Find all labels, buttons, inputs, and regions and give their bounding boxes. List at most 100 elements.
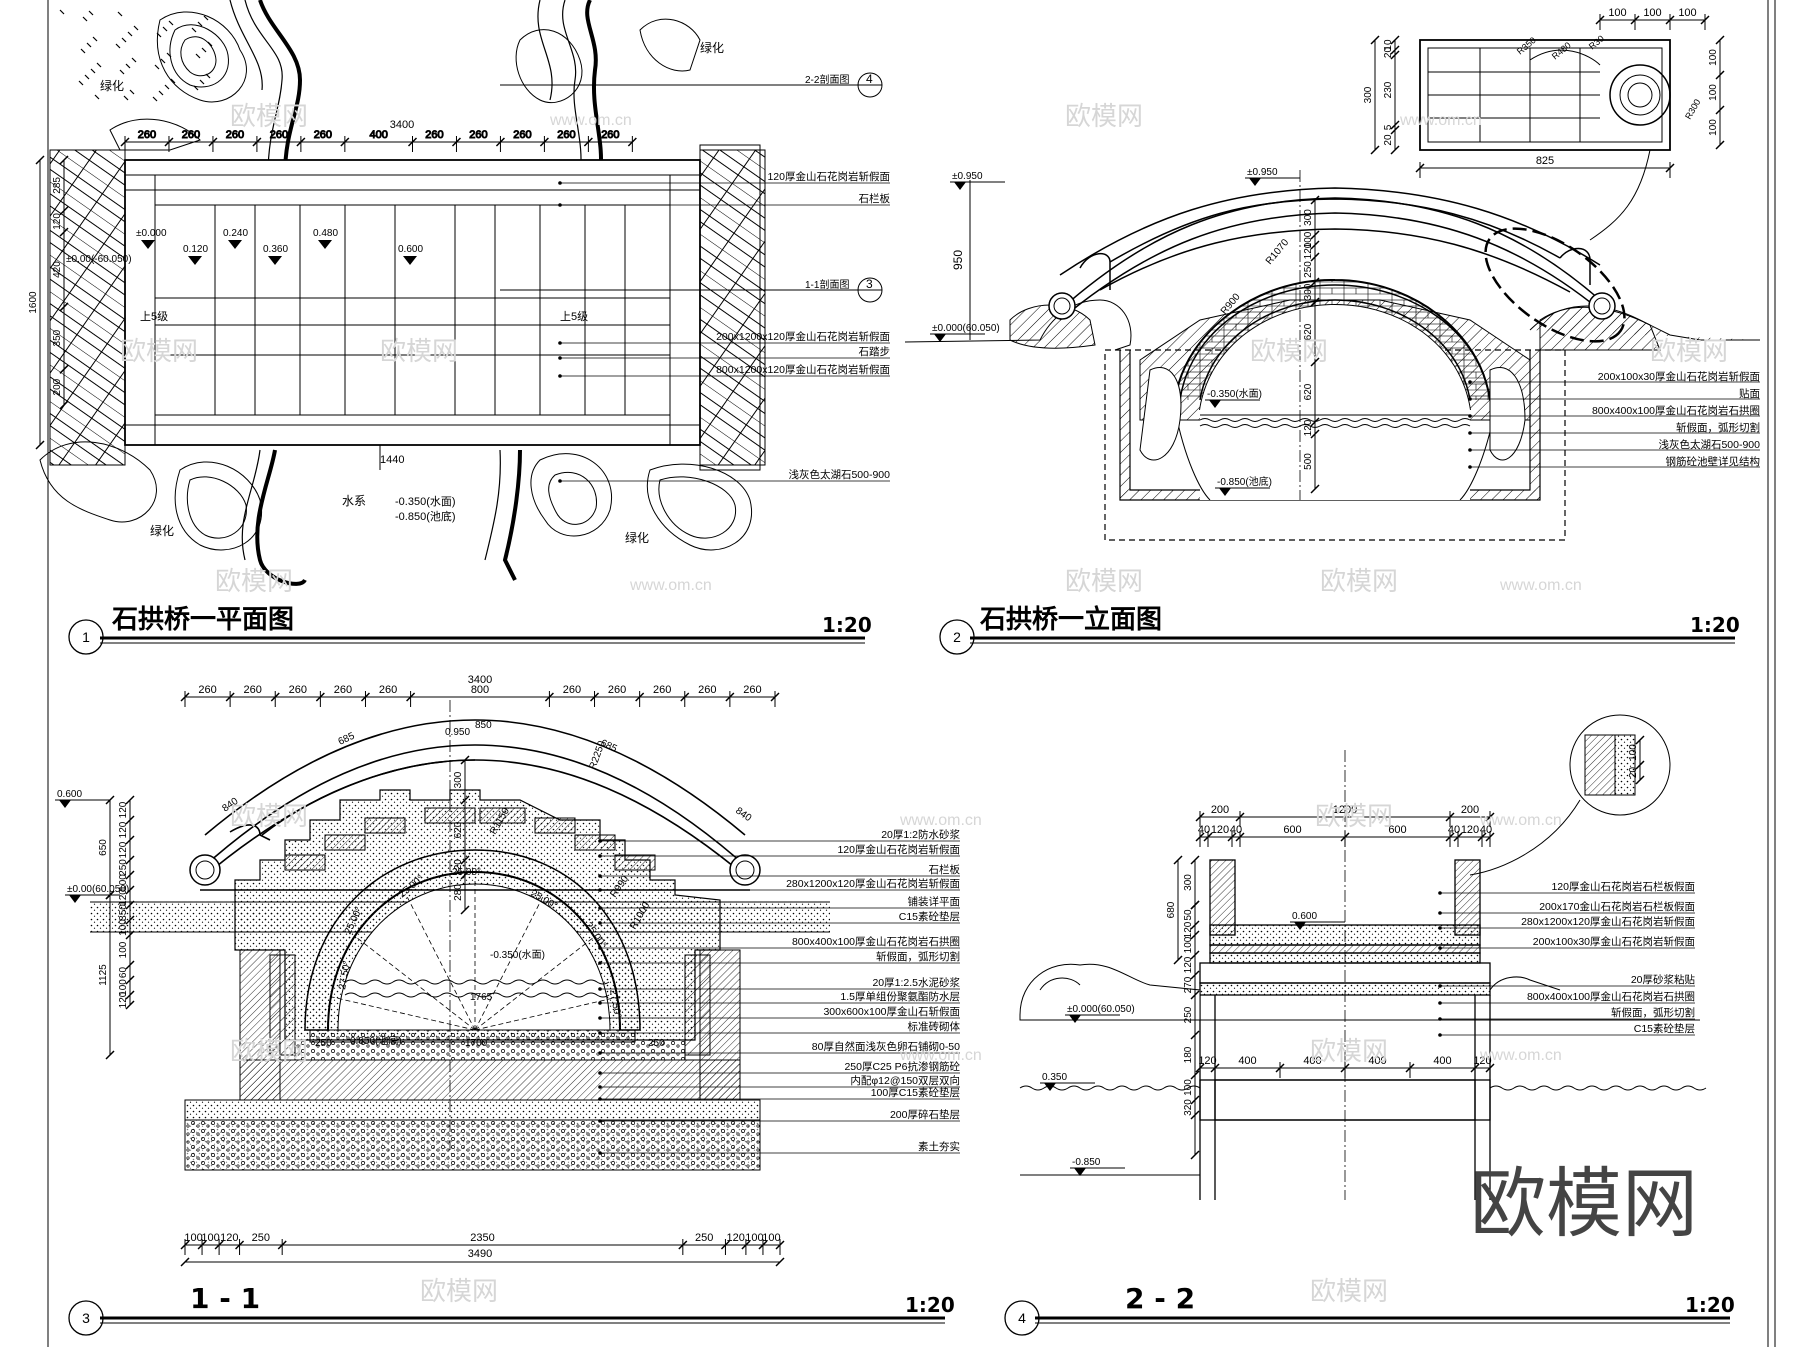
section-vdim: 320 [1183, 1099, 1194, 1116]
bottom-level: -0.850(池底) [395, 509, 456, 523]
callout-label: C15素砼垫层 [899, 910, 960, 923]
view-number: 2 [953, 629, 961, 645]
section-dim: 260 [698, 684, 716, 696]
detail-vdim: 100 [1628, 744, 1639, 761]
inner-vdim: 120 [453, 859, 464, 876]
section-dim: 260 [289, 684, 307, 696]
section-dim: 200 [1461, 804, 1479, 816]
callout-label: 斩假面，弧形切割 [876, 950, 960, 963]
brand-watermark: 欧模网 [1470, 1159, 1698, 1248]
elevation-label: -0.350(水面) [1207, 388, 1262, 400]
plan-dim: 260 [314, 129, 332, 141]
view-title: 石拱桥一平面图 [111, 605, 294, 635]
detail-dim: 100 [1643, 7, 1661, 19]
callout-label: C15素砼垫层 [1634, 1022, 1695, 1035]
bottom-dim: 120 [1473, 1055, 1491, 1067]
detail-radius: R350 [1515, 35, 1538, 56]
detail-vdim: 230 [1383, 81, 1394, 98]
plan-total-dim: 1600 [28, 291, 39, 314]
section-vdim: 250 [1183, 1006, 1194, 1023]
bottom-dim: 250 [252, 1232, 270, 1244]
radius-label: R1070 [1264, 237, 1292, 267]
section-vdim: 350 [118, 904, 129, 921]
bottom-dim: 100 [201, 1232, 219, 1244]
section-dim: 260 [608, 684, 626, 696]
elev-vdim: 300 [1303, 283, 1314, 300]
inner-dim: 1700 [465, 1038, 488, 1049]
section-vdim: 120 [118, 821, 129, 838]
section-dim: 260 [379, 684, 397, 696]
callout-label: 300x600x100厚金山石斩假面 [823, 1005, 960, 1018]
section-vdim: 270 [1183, 976, 1194, 993]
view-scale: 1:20 [822, 613, 872, 637]
detail-vdim: 20 [1383, 47, 1394, 59]
arc-dim: 0.950 [445, 727, 470, 738]
section-vdim: 680 [1166, 901, 1177, 918]
bottom-total: 3490 [468, 1248, 492, 1260]
inner-vdim: 300 [453, 771, 464, 788]
detail-dim: 100 [1678, 7, 1696, 19]
section-vdim: 100 [1183, 936, 1194, 953]
section-vdim: 100 [118, 874, 129, 891]
callout-label: 200厚碎石垫层 [890, 1108, 960, 1121]
bottom-dim: 120 [1198, 1055, 1216, 1067]
view-number: 4 [1018, 1310, 1026, 1326]
view-scale: 1:20 [905, 1293, 955, 1317]
step-label: 上5级 [560, 310, 588, 323]
water-label: 水系 [342, 494, 366, 508]
elev-vdim: 300 [1303, 209, 1314, 226]
bottom-dim: 100 [762, 1232, 780, 1244]
detail-vdim: 100 [1708, 49, 1719, 66]
inner-dim: 250 [648, 1038, 665, 1049]
section-dim: 260 [198, 684, 216, 696]
callout-label: 200x100x30厚金山石花岗岩斩假面 [1533, 935, 1695, 948]
section-dim: 120 [1211, 824, 1229, 836]
watermark: 欧模网 [380, 336, 458, 366]
elev-vdim: 620 [1303, 323, 1314, 340]
inner-vdim: 280 [453, 884, 464, 901]
plan-dim: 400 [369, 129, 387, 141]
left-elev: ±0.00(-60.050) [66, 254, 132, 265]
callout-label: 120厚金山石花岗岩石栏板假面 [1551, 880, 1695, 893]
callout-label: 800x400x100厚金山石花岗岩石拱圈 [1527, 990, 1695, 1003]
section-tag-number: 3 [866, 277, 873, 291]
watermark-url: www.om.cn [549, 112, 632, 129]
callout-label: 钢筋砼池壁详见结构 [1666, 455, 1761, 468]
detail-vdim: 5 [1383, 124, 1394, 130]
green-label: 绿化 [700, 40, 724, 55]
height-dim: 950 [951, 250, 965, 270]
watermark-url: www.om.cn [1479, 812, 1562, 829]
section-dim: 40 [1448, 824, 1460, 836]
callout-label: 800x1200x120厚金山石花岗岩斩假面 [716, 363, 890, 376]
callout-label: 20厚1:2.5水泥砂浆 [872, 976, 960, 989]
detail-dim: 825 [1536, 155, 1554, 167]
watermark: 欧模网 [1310, 1276, 1388, 1306]
elevation-label: ±0.000 [136, 228, 167, 239]
callout-label: 铺装详平面 [908, 895, 961, 908]
view-title: 1 - 1 [190, 1282, 260, 1315]
plan-vdim: 350 [52, 329, 63, 346]
elevation-label: 0.600 [57, 789, 82, 800]
callout-label: 标准砖砌体 [908, 1020, 961, 1033]
elev-vdim: 500 [1303, 453, 1314, 470]
watermark-url: www.om.cn [629, 577, 712, 594]
elevation-label: ±0.950 [952, 171, 983, 182]
section-vdim: 1125 [98, 964, 109, 986]
section-dim: 260 [334, 684, 352, 696]
watermark: 欧模网 [1250, 336, 1328, 366]
step-label: 上5级 [140, 310, 168, 323]
callout-label: 200x170金山石花岗岩石栏板假面 [1539, 900, 1695, 913]
section-vdim: 100 [118, 941, 129, 958]
elev-vdim: 120 [1303, 419, 1314, 436]
section-vdim: 650 [98, 839, 109, 856]
plan-dim: 260 [270, 129, 288, 141]
detail-vdim: 100 [1708, 84, 1719, 101]
section-dim: 260 [563, 684, 581, 696]
view-title: 2 - 2 [1125, 1282, 1195, 1315]
section-vdim: 120 [118, 801, 129, 818]
section-vdim: 60 [118, 967, 129, 979]
section-vdim: 100 [1183, 1079, 1194, 1096]
watermark: 欧模网 [1315, 801, 1393, 831]
